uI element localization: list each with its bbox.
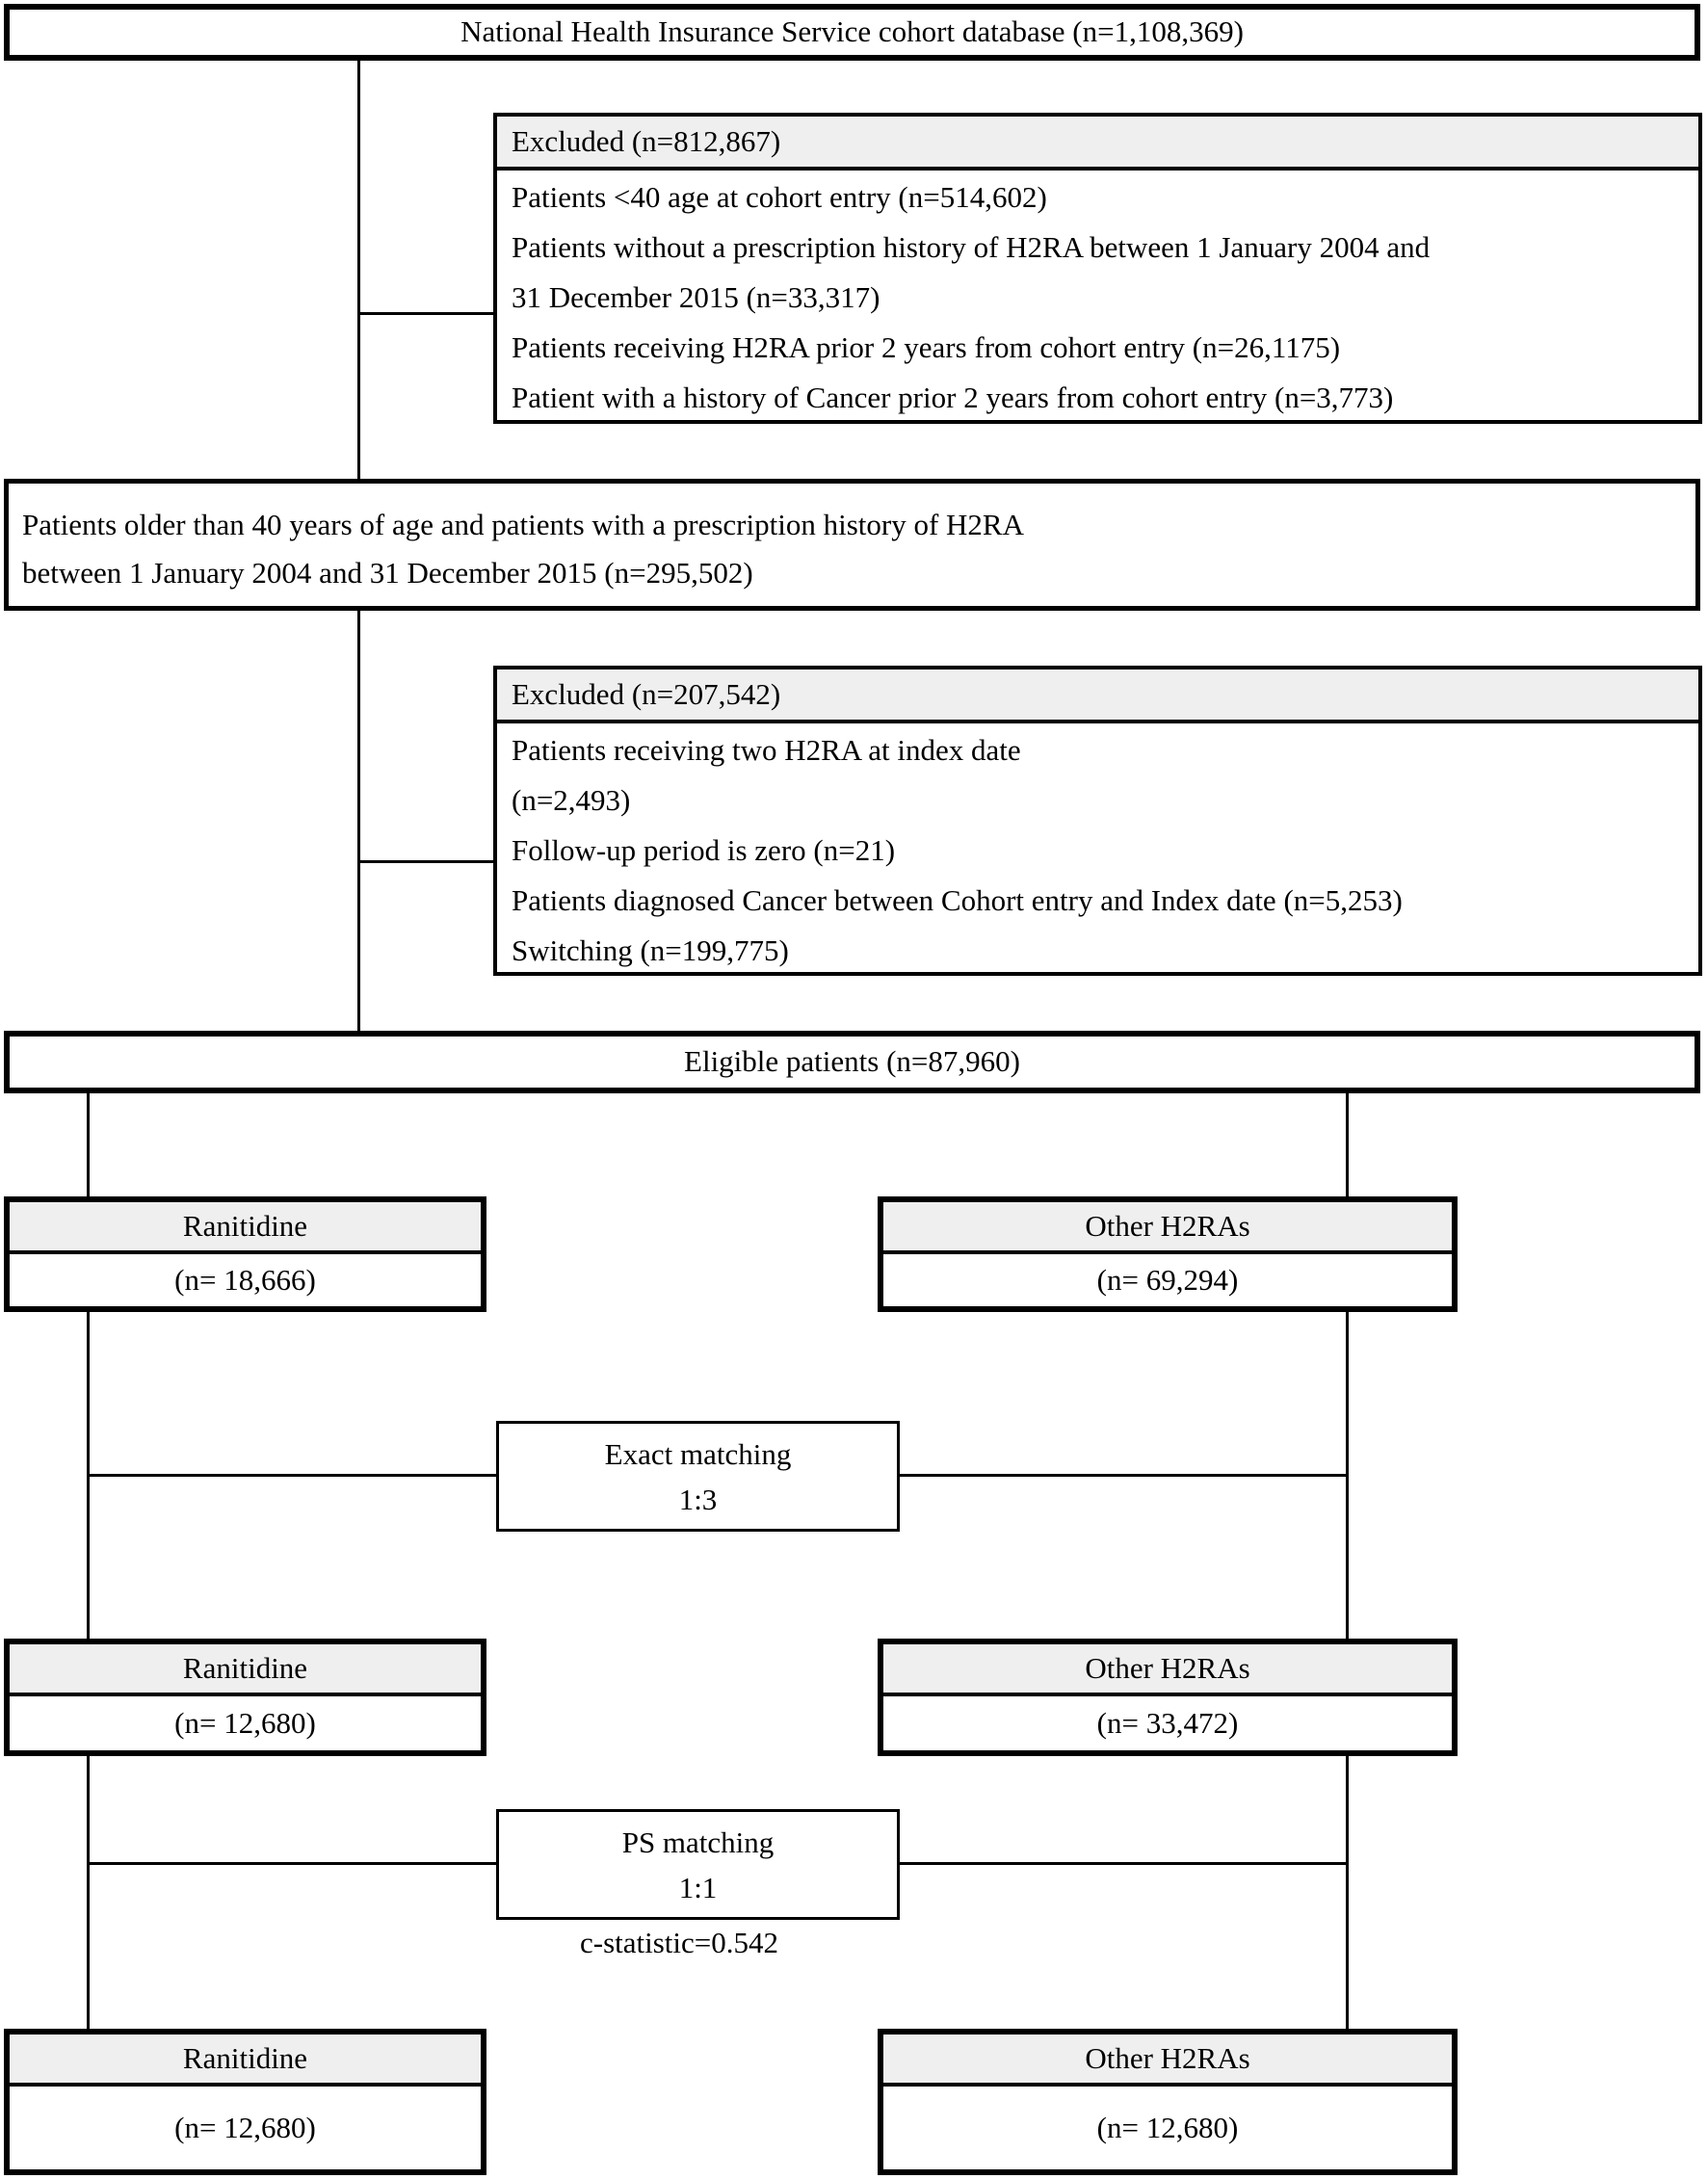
trunk-right-arm <box>1346 1090 1349 2035</box>
stage1-other-h2ras-count: (n= 69,294) <box>883 1254 1452 1306</box>
stage3-ranitidine-box: Ranitidine (n= 12,680) <box>4 2029 486 2175</box>
cohort-criteria-box: Patients older than 40 years of age and … <box>4 479 1700 611</box>
stage3-other-h2ras-count: (n= 12,680) <box>883 2087 1452 2169</box>
cohort-database-label: National Health Insurance Service cohort… <box>460 14 1244 49</box>
ps-matching-box: PS matching 1:1 <box>496 1809 900 1920</box>
branch-to-excluded-1 <box>357 312 495 315</box>
stage3-ranitidine-title: Ranitidine <box>182 2040 308 2075</box>
stage2-ranitidine-header: Ranitidine <box>10 1644 481 1696</box>
stage2-other-h2ras-count: (n= 33,472) <box>883 1696 1452 1750</box>
excluded-box-1: Excluded (n=812,867) Patients <40 age at… <box>493 113 1702 424</box>
stage2-other-h2ras-title: Other H2RAs <box>1085 1650 1250 1685</box>
stage2-other-h2ras-box: Other H2RAs (n= 33,472) <box>878 1639 1458 1756</box>
exact-matching-box: Exact matching 1:3 <box>496 1421 900 1532</box>
ps-matching-title: PS matching <box>621 1825 775 1859</box>
stage1-other-h2ras-box: Other H2RAs (n= 69,294) <box>878 1196 1458 1312</box>
exact-matching-title: Exact matching <box>604 1436 792 1471</box>
exact-matching-ratio: 1:3 <box>678 1482 718 1516</box>
excluded-2-body: Patients receiving two H2RA at index dat… <box>497 723 1698 976</box>
stage2-other-h2ras-header: Other H2RAs <box>883 1644 1452 1696</box>
stage1-ranitidine-box: Ranitidine (n= 18,666) <box>4 1196 486 1312</box>
stage3-ranitidine-count: (n= 12,680) <box>10 2087 481 2169</box>
excluded-2-item: Patients receiving two H2RA at index dat… <box>512 733 1021 817</box>
excluded-1-body: Patients <40 age at cohort entry (n=514,… <box>497 171 1698 423</box>
stage1-other-h2ras-header: Other H2RAs <box>883 1202 1452 1254</box>
excluded-2-item: Patients diagnosed Cancer between Cohort… <box>512 883 1403 917</box>
excluded-1-item: Patients <40 age at cohort entry (n=514,… <box>512 180 1047 214</box>
stage1-ranitidine-header: Ranitidine <box>10 1202 481 1254</box>
ps-matching-ratio: 1:1 <box>678 1870 718 1904</box>
excluded-2-item: Follow-up period is zero (n=21) <box>512 833 896 867</box>
stage1-other-h2ras-title: Other H2RAs <box>1085 1208 1250 1243</box>
stage3-other-h2ras-title: Other H2RAs <box>1085 2040 1250 2075</box>
stage2-ranitidine-count: (n= 12,680) <box>10 1696 481 1750</box>
stage1-ranitidine-count: (n= 18,666) <box>10 1254 481 1306</box>
excluded-box-2: Excluded (n=207,542) Patients receiving … <box>493 666 1702 976</box>
stage2-ranitidine-title: Ranitidine <box>182 1650 308 1685</box>
eligible-patients-label: Eligible patients (n=87,960) <box>684 1044 1020 1079</box>
cohort-database-box: National Health Insurance Service cohort… <box>4 4 1700 61</box>
excluded-1-item: Patients without a prescription history … <box>512 230 1431 314</box>
branch-to-excluded-2 <box>357 860 495 863</box>
stage3-other-h2ras-header: Other H2RAs <box>883 2035 1452 2087</box>
connector-cohort-to-eligible <box>357 607 360 1035</box>
excluded-1-header-label: Excluded (n=812,867) <box>512 123 781 158</box>
stage3-other-h2ras-box: Other H2RAs (n= 12,680) <box>878 2029 1458 2175</box>
eligible-patients-box: Eligible patients (n=87,960) <box>4 1031 1700 1093</box>
excluded-2-item: Switching (n=199,775) <box>512 933 789 967</box>
connector-top-to-cohort <box>357 60 360 482</box>
excluded-1-header: Excluded (n=812,867) <box>497 117 1698 171</box>
stage1-ranitidine-title: Ranitidine <box>182 1208 308 1243</box>
excluded-1-item: Patient with a history of Cancer prior 2… <box>512 381 1394 414</box>
trunk-left-arm <box>87 1090 90 2035</box>
c-statistic-label: c-statistic=0.542 <box>579 1926 779 1959</box>
excluded-2-header-label: Excluded (n=207,542) <box>512 676 781 711</box>
excluded-2-header: Excluded (n=207,542) <box>497 669 1698 723</box>
excluded-1-item: Patients receiving H2RA prior 2 years fr… <box>512 330 1341 364</box>
stage3-ranitidine-header: Ranitidine <box>10 2035 481 2087</box>
stage2-ranitidine-box: Ranitidine (n= 12,680) <box>4 1639 486 1756</box>
